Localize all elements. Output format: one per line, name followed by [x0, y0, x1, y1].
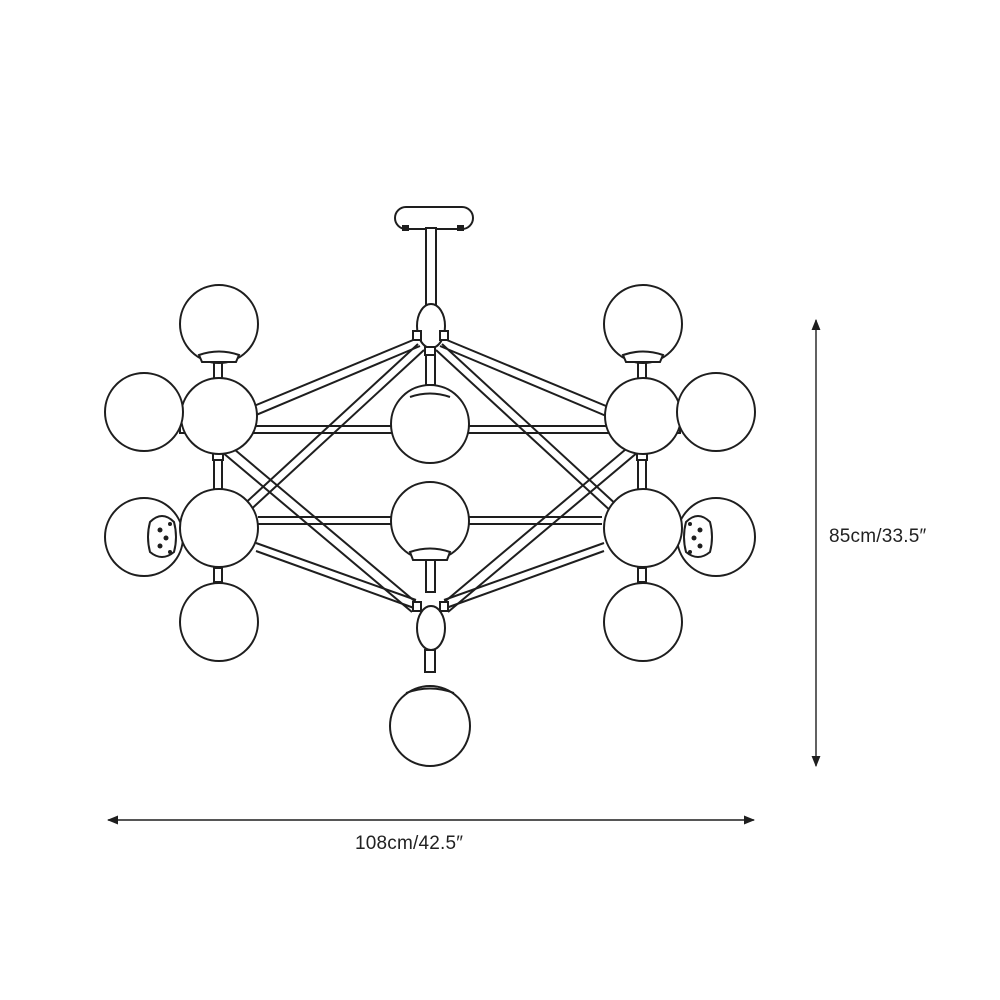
globe — [389, 685, 471, 767]
top-hub — [412, 303, 449, 356]
frame-arms — [221, 337, 639, 613]
downrod — [425, 227, 437, 307]
height-dimension-label: 85cm/33.5″ — [829, 526, 927, 547]
bottom-hub — [412, 601, 449, 673]
width-dimension-label: 108cm/42.5″ — [355, 833, 464, 854]
globe — [179, 488, 259, 568]
globe — [603, 488, 683, 568]
dimension-lines — [106, 318, 821, 825]
ceiling-canopy — [394, 206, 474, 231]
globe — [604, 377, 682, 455]
globe — [180, 377, 258, 455]
globe — [390, 384, 470, 464]
globe-caps — [147, 515, 713, 558]
globes — [104, 284, 756, 767]
globe-cap-dots — [157, 522, 703, 554]
globe — [603, 582, 683, 662]
globe — [104, 372, 184, 452]
globe — [676, 372, 756, 452]
globe — [179, 582, 259, 662]
